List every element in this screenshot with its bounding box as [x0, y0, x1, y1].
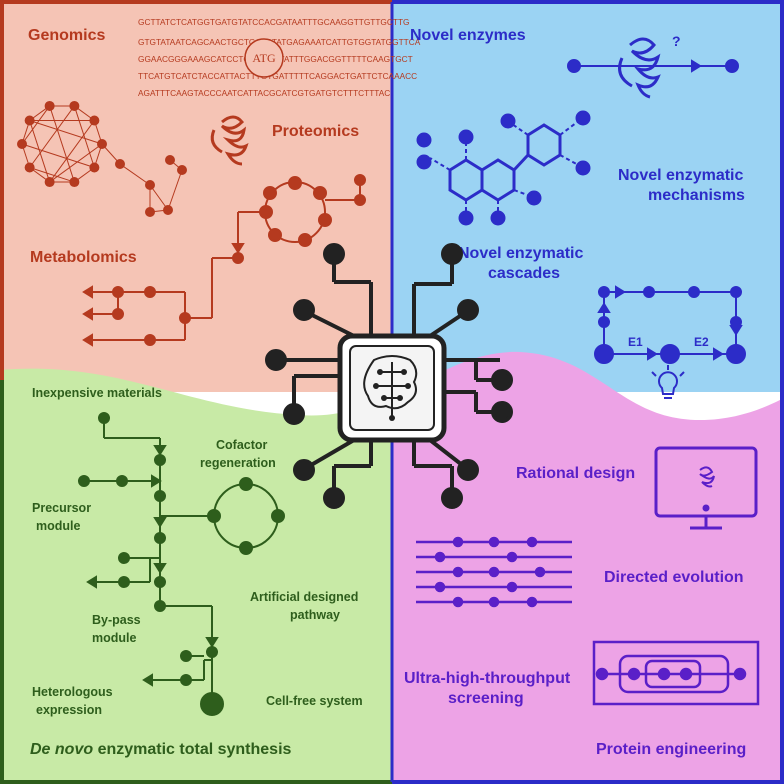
protein-structure-icon [210, 115, 249, 166]
network-edge [21, 143, 95, 168]
network-node [69, 177, 80, 188]
ai-brain-chip-icon [265, 243, 513, 509]
directed-evolution-label: Directed evolution [604, 569, 744, 586]
synthetic-pathway [78, 412, 285, 716]
network-edge [49, 120, 95, 183]
bypass-label-line1: By-pass [92, 613, 141, 627]
network-node [44, 100, 55, 111]
enzymatic-cascade-diagram [594, 285, 746, 364]
chemical-structure-icon [416, 110, 591, 226]
network-edge [167, 169, 183, 211]
network-node [89, 162, 100, 173]
cascades-label-line1: Novel enzymatic [458, 245, 583, 262]
dna-line: GCTTATCTCATGGTGATGTATCCACGATAATTTGCAAGGT… [138, 17, 409, 27]
artificial-label-line2: pathway [290, 608, 340, 622]
e1-label: E1 [628, 335, 643, 349]
cellfree-label: Cell-free system [266, 694, 363, 708]
dna-line: GTGTATAATCAGCAACTGCTGCAATATGAGAAATCATTGT… [138, 37, 421, 47]
network-node [97, 139, 107, 149]
lightbulb-icon [651, 365, 685, 399]
network-node [24, 115, 35, 126]
network-node [69, 100, 80, 111]
heterologous-label-line1: Heterologous [32, 685, 113, 699]
network-node [44, 177, 55, 188]
artificial-label-line1: Artificial designed [250, 590, 358, 604]
dna-line: AGATTTCAAGTACCCAATCATTACGCATCGTGATGTCTTT… [138, 88, 390, 98]
precursor-label-line1: Precursor [32, 501, 91, 515]
inexpensive-label: Inexpensive materials [32, 386, 162, 400]
e2-label: E2 [694, 335, 709, 349]
cofactor-label-line1: Cofactor [216, 438, 268, 452]
cascades-label-line2: cascades [488, 265, 560, 282]
unknown-mark: ? [672, 33, 681, 49]
network-node [115, 159, 125, 169]
bypass-label-line2: module [92, 631, 136, 645]
engineering-quadrant [392, 351, 784, 784]
mechanisms-label-line1: Novel enzymatic [618, 167, 743, 184]
proteomics-label: Proteomics [272, 123, 359, 140]
denovo-title: De novo enzymatic total synthesis [30, 741, 292, 758]
network-node [89, 115, 100, 126]
network-node [24, 162, 35, 173]
cofactor-label-line2: regeneration [200, 456, 276, 470]
monitor-icon [654, 446, 758, 530]
metabolomics-label: Metabolomics [30, 249, 137, 266]
heterologous-label-line2: expression [36, 703, 102, 717]
genomics-quadrant [0, 0, 392, 392]
novel-enzymes-label: Novel enzymes [410, 27, 526, 44]
network-edge [49, 105, 75, 183]
network-edge [29, 105, 75, 168]
mechanisms-label-line2: mechanisms [648, 187, 745, 204]
uht-label-line2: screening [448, 690, 524, 707]
network-node [165, 155, 175, 165]
atg-start-codon-marker: ATG [244, 38, 284, 78]
network-edge [149, 184, 169, 211]
precursor-label-line2: module [36, 519, 80, 533]
network-edge [119, 163, 151, 186]
network-edge [21, 105, 51, 145]
protein-engineering-label: Protein engineering [596, 741, 746, 758]
network-node [145, 207, 155, 217]
microfluidic-screening-icon [592, 640, 760, 706]
network-edge [29, 120, 103, 145]
network-node [145, 180, 155, 190]
network-icon [17, 100, 187, 217]
uht-label-line1: Ultra-high-throughput [404, 670, 571, 687]
directed-evolution-lines [416, 536, 572, 608]
network-node [177, 165, 187, 175]
network-edge [73, 105, 95, 168]
genomics-label: Genomics [28, 27, 105, 44]
network-node [17, 139, 27, 149]
rational-design-label: Rational design [516, 465, 635, 482]
synthesis-quadrant [0, 368, 392, 784]
network-edge [49, 143, 103, 183]
enzyme-structure-icon [618, 37, 661, 99]
network-edge [29, 167, 75, 183]
network-node [163, 205, 173, 215]
network-edge [29, 120, 51, 183]
dna-line: TTCATGTCATCTACCATTACTTTGTGATTTTTCAGGACTG… [138, 71, 417, 81]
metabolic-pathway [82, 174, 366, 347]
svg-text:ATG: ATG [252, 51, 276, 65]
